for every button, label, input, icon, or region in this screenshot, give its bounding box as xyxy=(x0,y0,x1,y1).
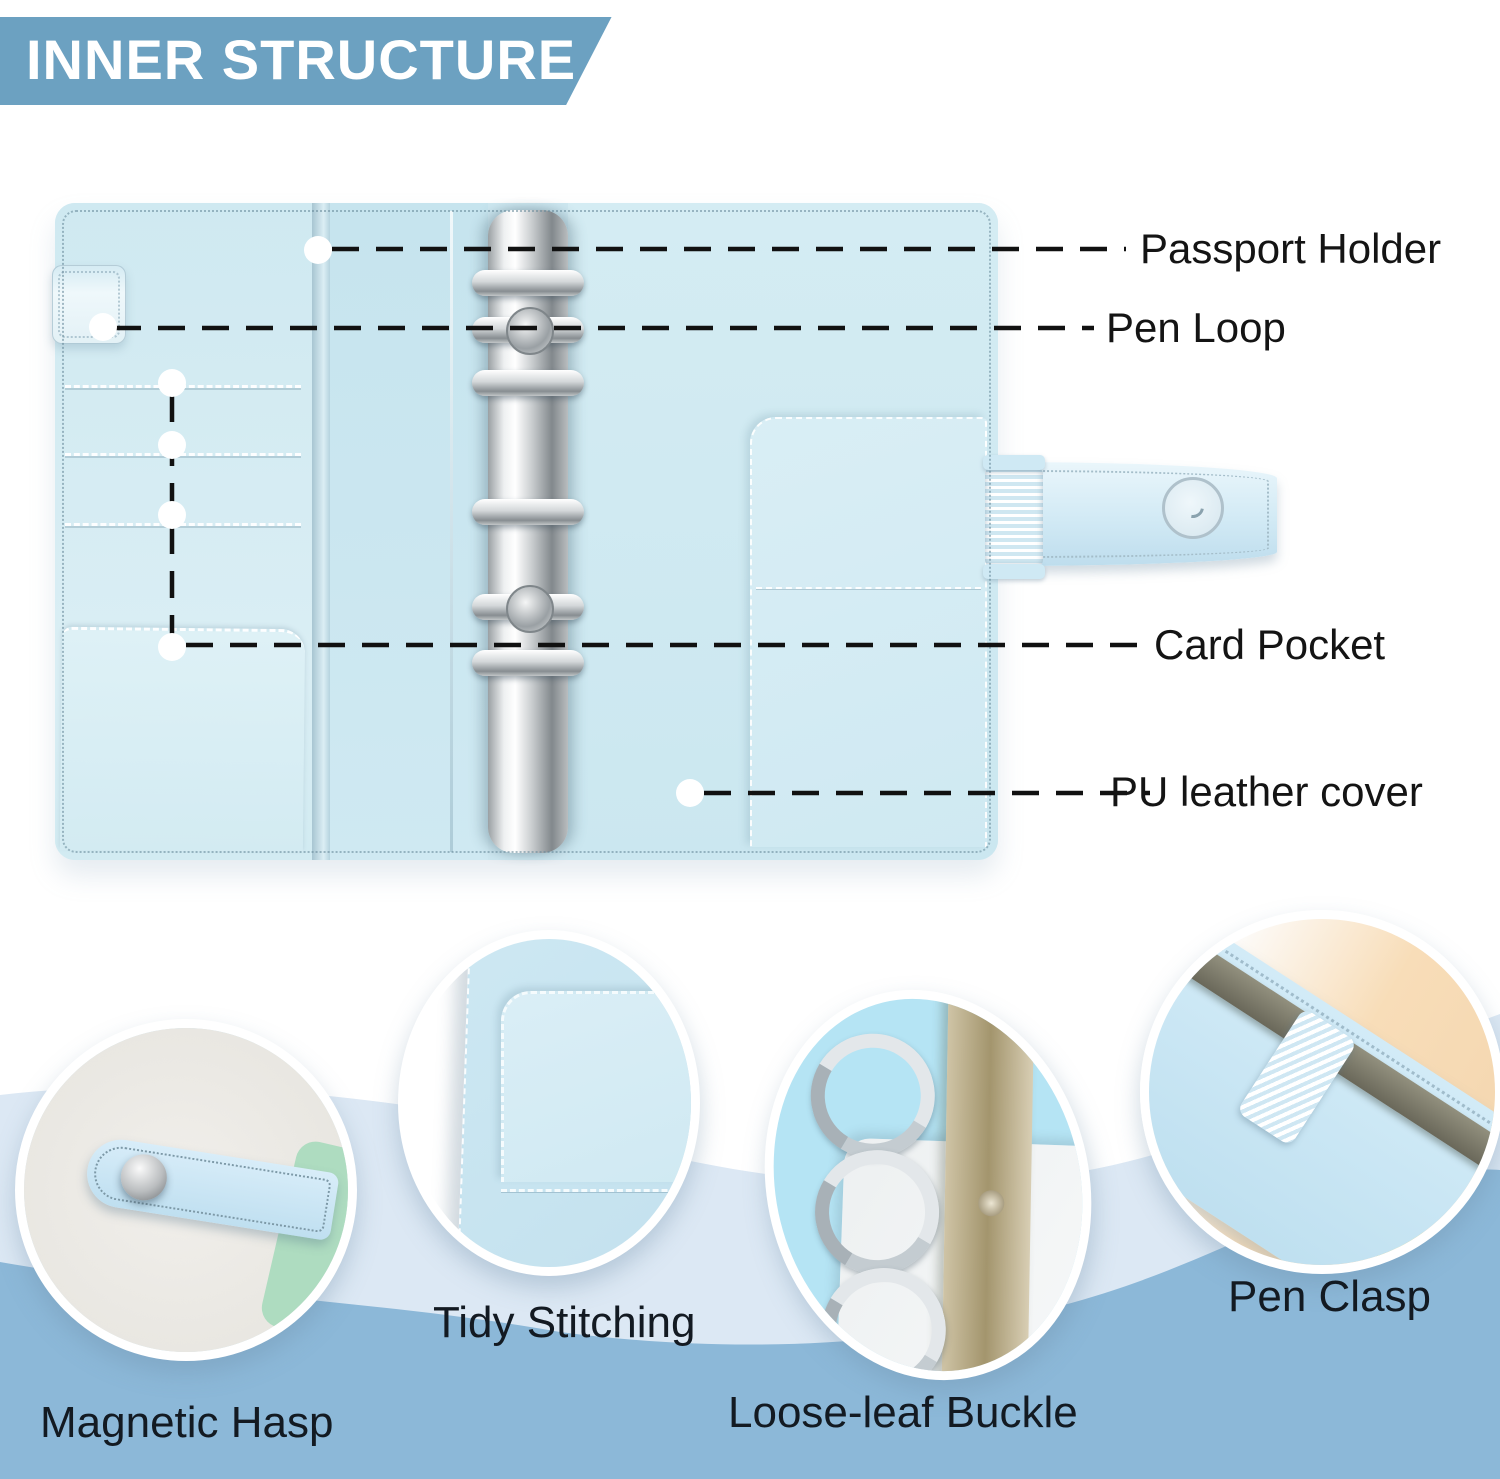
label-passport-holder: Passport Holder xyxy=(1140,225,1442,272)
title-banner: INNER STRUCTURE xyxy=(0,17,612,105)
label-pu-leather-cover: PU leather cover xyxy=(1110,768,1423,815)
card-slot-stitch-2 xyxy=(65,453,301,456)
card-slot-stitch-1 xyxy=(65,385,301,388)
binder-ring-6 xyxy=(472,650,584,676)
detail-photo-tidy-stitching xyxy=(398,930,700,1276)
binder-photo xyxy=(52,203,998,860)
buckle-metal-bar xyxy=(940,954,1036,1416)
stitched-pocket-corner xyxy=(501,991,691,1182)
left-bottom-pocket xyxy=(59,626,306,853)
pen-loop-strap xyxy=(52,265,126,344)
hasp-snap-button-icon xyxy=(117,1151,171,1204)
label-magnetic-hasp: Magnetic Hasp xyxy=(40,1398,334,1447)
page-title: INNER STRUCTURE xyxy=(26,28,577,91)
binder-ring-3 xyxy=(472,370,584,396)
passport-holder-panel xyxy=(330,203,488,860)
label-loose-leaf-buckle: Loose-leaf Buckle xyxy=(728,1388,1078,1437)
label-tidy-stitching: Tidy Stitching xyxy=(433,1298,696,1347)
detail-photo-magnetic-hasp xyxy=(15,1019,357,1361)
binder-ring-1 xyxy=(472,270,584,296)
card-slot-stitch-3 xyxy=(65,523,301,526)
cover-fold xyxy=(312,203,330,860)
snap-button-icon xyxy=(1162,477,1224,539)
label-pen-loop: Pen Loop xyxy=(1106,304,1286,351)
detail-photo-pen-clasp xyxy=(1140,910,1500,1274)
passport-pocket-edge xyxy=(450,211,453,852)
binder-ring-4 xyxy=(472,499,584,525)
right-card-pocket xyxy=(750,417,987,847)
label-card-pocket: Card Pocket xyxy=(1154,621,1386,668)
wave-background xyxy=(0,1014,1500,1479)
label-pen-clasp: Pen Clasp xyxy=(1228,1272,1432,1321)
stitch-line xyxy=(501,1189,691,1192)
card-pocket-divider-stitch xyxy=(756,587,981,589)
magnetic-closure-strap xyxy=(1000,462,1277,566)
strap-elastic-keeper xyxy=(983,455,1045,579)
wave-dark-band xyxy=(0,1169,1500,1479)
ring-mechanism-emblem-bottom xyxy=(506,585,554,633)
ring-mechanism-emblem-top xyxy=(506,307,554,355)
